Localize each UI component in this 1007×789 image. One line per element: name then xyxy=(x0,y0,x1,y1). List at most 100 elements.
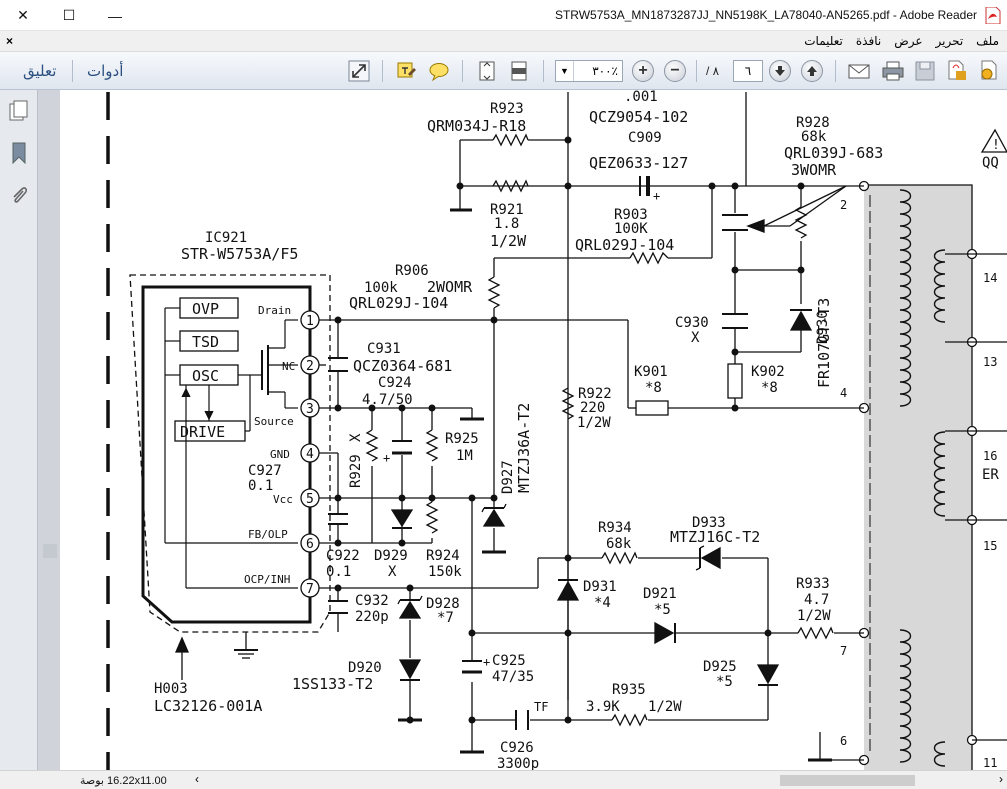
tools-pane-link[interactable]: أدوات xyxy=(87,63,124,80)
d925-ref: D925 xyxy=(703,659,737,675)
h003-ref: H003 xyxy=(154,681,188,697)
secondary-winding-1 xyxy=(933,249,946,323)
svg-text:+: + xyxy=(483,655,490,669)
r933-rating: 1/2W xyxy=(797,608,831,624)
d921-symbol xyxy=(654,621,675,645)
d921-value: *5 xyxy=(654,602,671,618)
ovp-label: OVP xyxy=(192,300,219,318)
page-number-input[interactable]: ٦ xyxy=(733,60,763,82)
menu-bar: × ملف تحرير عرض نافذة تعليمات xyxy=(0,31,1007,52)
previous-page-button[interactable] xyxy=(801,60,823,82)
primary-winding xyxy=(899,189,912,407)
r923-ref: R923 xyxy=(490,101,524,117)
partial-label: ER xyxy=(982,467,999,483)
zoom-out-button[interactable]: − xyxy=(664,60,686,82)
printer-icon xyxy=(882,61,904,81)
r925-symbol xyxy=(425,429,439,462)
panel-splitter-handle[interactable] xyxy=(43,544,57,558)
read-mode-button[interactable] xyxy=(347,59,371,83)
close-document-button[interactable]: × xyxy=(6,34,14,48)
pin-number: 2 xyxy=(306,359,314,374)
paperclip-icon[interactable] xyxy=(9,185,29,207)
zoom-select[interactable]: ▼ ۳۰۰٪ xyxy=(555,60,623,82)
title-bar: ✕ ☐ — STRW5753A_MN1873287JJ_NN5198K_LA78… xyxy=(0,0,1007,31)
c922-value: 0.1 xyxy=(326,564,351,580)
d925-symbol xyxy=(756,664,780,685)
menu-edit[interactable]: تحرير xyxy=(935,34,964,48)
r929-value: X xyxy=(348,433,364,442)
toolbar-divider xyxy=(543,60,544,82)
menu-file[interactable]: ملف xyxy=(976,34,999,48)
create-pdf-button[interactable] xyxy=(945,59,969,83)
toolbar: تعليق أدوات ▼ ۳۰۰ xyxy=(0,52,1007,90)
r934-symbol xyxy=(601,551,638,565)
share-file-button[interactable] xyxy=(977,59,1001,83)
r923-symbol xyxy=(492,133,529,147)
c909-value: .001 xyxy=(624,90,658,105)
partial-label: QQ xyxy=(982,155,999,171)
d927-part: MTZJ36A-T2 xyxy=(515,403,533,493)
pages-icon[interactable] xyxy=(9,100,29,122)
circuit-schematic: 2 14 13 4 16 15 7 6 11 QQ ER ! xyxy=(106,90,1007,770)
sticky-note-button[interactable] xyxy=(427,59,451,83)
close-window-button[interactable]: ✕ xyxy=(0,0,46,31)
menu-help[interactable]: تعليمات xyxy=(804,34,843,48)
transformer-pin-label: 6 xyxy=(840,734,847,748)
r906-symbol xyxy=(487,276,501,309)
horizontal-scrollbar[interactable]: ‹ › xyxy=(195,772,1003,787)
fit-page-button[interactable] xyxy=(475,59,499,83)
next-page-button[interactable] xyxy=(769,60,791,82)
d930-ref: D930 xyxy=(815,310,831,344)
menu-view[interactable]: عرض xyxy=(894,34,923,48)
c926-tag: TF xyxy=(534,700,548,714)
c924-ref: C924 xyxy=(378,375,412,391)
pdf-page: 2 14 13 4 16 15 7 6 11 QQ ER ! xyxy=(60,90,1007,770)
r933-symbol xyxy=(797,626,834,640)
r935-symbol xyxy=(611,713,648,727)
comment-pane-link[interactable]: تعليق xyxy=(23,63,57,80)
scrollbar-thumb[interactable] xyxy=(780,775,915,786)
pin-name: GND xyxy=(270,448,290,461)
d930-part: FR107GT-T3 xyxy=(815,298,833,388)
k902-value: *8 xyxy=(761,380,778,396)
menu-window[interactable]: نافذة xyxy=(855,34,882,48)
highlighter-icon xyxy=(397,62,416,78)
ic-pin-circles xyxy=(300,310,320,598)
highlight-text-button[interactable] xyxy=(395,59,419,83)
email-button[interactable] xyxy=(847,59,871,83)
floppy-disk-icon xyxy=(915,61,935,81)
bookmark-icon[interactable] xyxy=(9,142,29,164)
chevron-down-icon[interactable]: ▼ xyxy=(556,61,574,81)
pin-name: Source xyxy=(254,415,294,428)
arrow-down-icon xyxy=(775,66,785,76)
r935-ref: R935 xyxy=(612,682,646,698)
r935-value: 3.9K xyxy=(586,699,620,715)
scroll-right-icon[interactable]: › xyxy=(999,772,1003,786)
scroll-left-icon[interactable]: ‹ xyxy=(195,772,199,786)
ic921-part: STR-W5753A/F5 xyxy=(181,245,298,263)
fit-page-icon xyxy=(479,61,495,81)
minimize-window-button[interactable]: — xyxy=(92,0,138,31)
r906-ref: R906 xyxy=(395,263,429,279)
save-button[interactable] xyxy=(913,59,937,83)
secondary-winding-3 xyxy=(933,741,946,767)
d931-value: *4 xyxy=(594,595,611,611)
fit-width-button[interactable] xyxy=(507,59,531,83)
transformer-pin-label: 2 xyxy=(840,198,847,212)
transformer-pin-label: 7 xyxy=(840,644,847,658)
print-button[interactable] xyxy=(881,59,905,83)
h003-part: LC32126-001A xyxy=(154,697,262,715)
pin-name: Vcc xyxy=(273,493,293,506)
c925-ref: C925 xyxy=(492,653,526,669)
toolbar-divider xyxy=(72,60,73,82)
zoom-in-button[interactable]: + xyxy=(632,60,654,82)
r928-symbol xyxy=(794,206,808,239)
d928-value: *7 xyxy=(437,610,454,626)
r903-ref: R903 xyxy=(614,207,648,223)
d925-value: *5 xyxy=(716,674,733,690)
c927-value: 0.1 xyxy=(248,478,273,494)
page-size-label: 16.22x11.00 بوصة xyxy=(80,775,167,787)
k902-ref: K902 xyxy=(751,364,785,380)
pin-number: 6 xyxy=(306,537,314,552)
maximize-window-button[interactable]: ☐ xyxy=(46,0,92,31)
